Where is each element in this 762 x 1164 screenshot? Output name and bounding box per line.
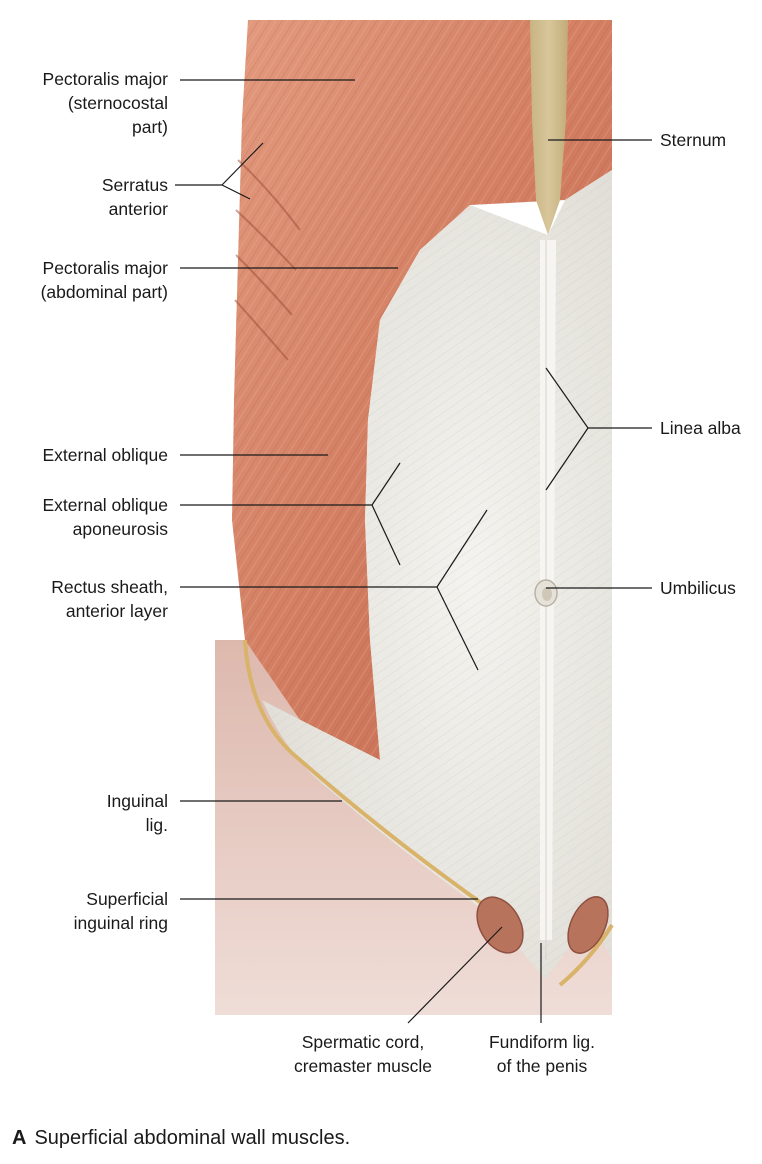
- sternum-shape: [530, 20, 568, 235]
- label-serratus-anterior: Serratus anterior: [101, 175, 168, 219]
- label-pectoralis-major-sternocostal: Pectoralis major (sternocostal part): [42, 69, 168, 137]
- label-superficial-inguinal-ring: Superficial inguinal ring: [73, 889, 168, 933]
- spermatic-cord-left: [476, 896, 524, 954]
- label-pectoralis-major-abdominal: Pectoralis major (abdominal part): [40, 258, 168, 302]
- label-rectus-sheath: Rectus sheath, anterior layer: [51, 577, 168, 621]
- leader-lines: [175, 79, 652, 1024]
- label-fundiform-lig: Fundiform lig. of the penis: [488, 1032, 595, 1076]
- label-external-oblique: External oblique: [42, 445, 169, 465]
- caption-letter: A: [12, 1127, 27, 1149]
- label-spermatic-cord: Spermatic cord, cremaster muscle: [293, 1032, 433, 1076]
- label-sternum: Sternum: [660, 130, 727, 150]
- caption-text: Superficial abdominal wall muscles.: [34, 1127, 351, 1149]
- figure-caption: A Superficial abdominal wall muscles.: [12, 1124, 350, 1152]
- serratus-digitations: [234, 159, 301, 361]
- label-inguinal-lig: Inguinal lig.: [106, 791, 168, 835]
- label-external-oblique-aponeurosis: External oblique aponeurosis: [42, 495, 169, 539]
- label-umbilicus: Umbilicus: [660, 578, 736, 598]
- spermatic-cord-right: [567, 896, 609, 954]
- label-linea-alba: Linea alba: [660, 418, 741, 438]
